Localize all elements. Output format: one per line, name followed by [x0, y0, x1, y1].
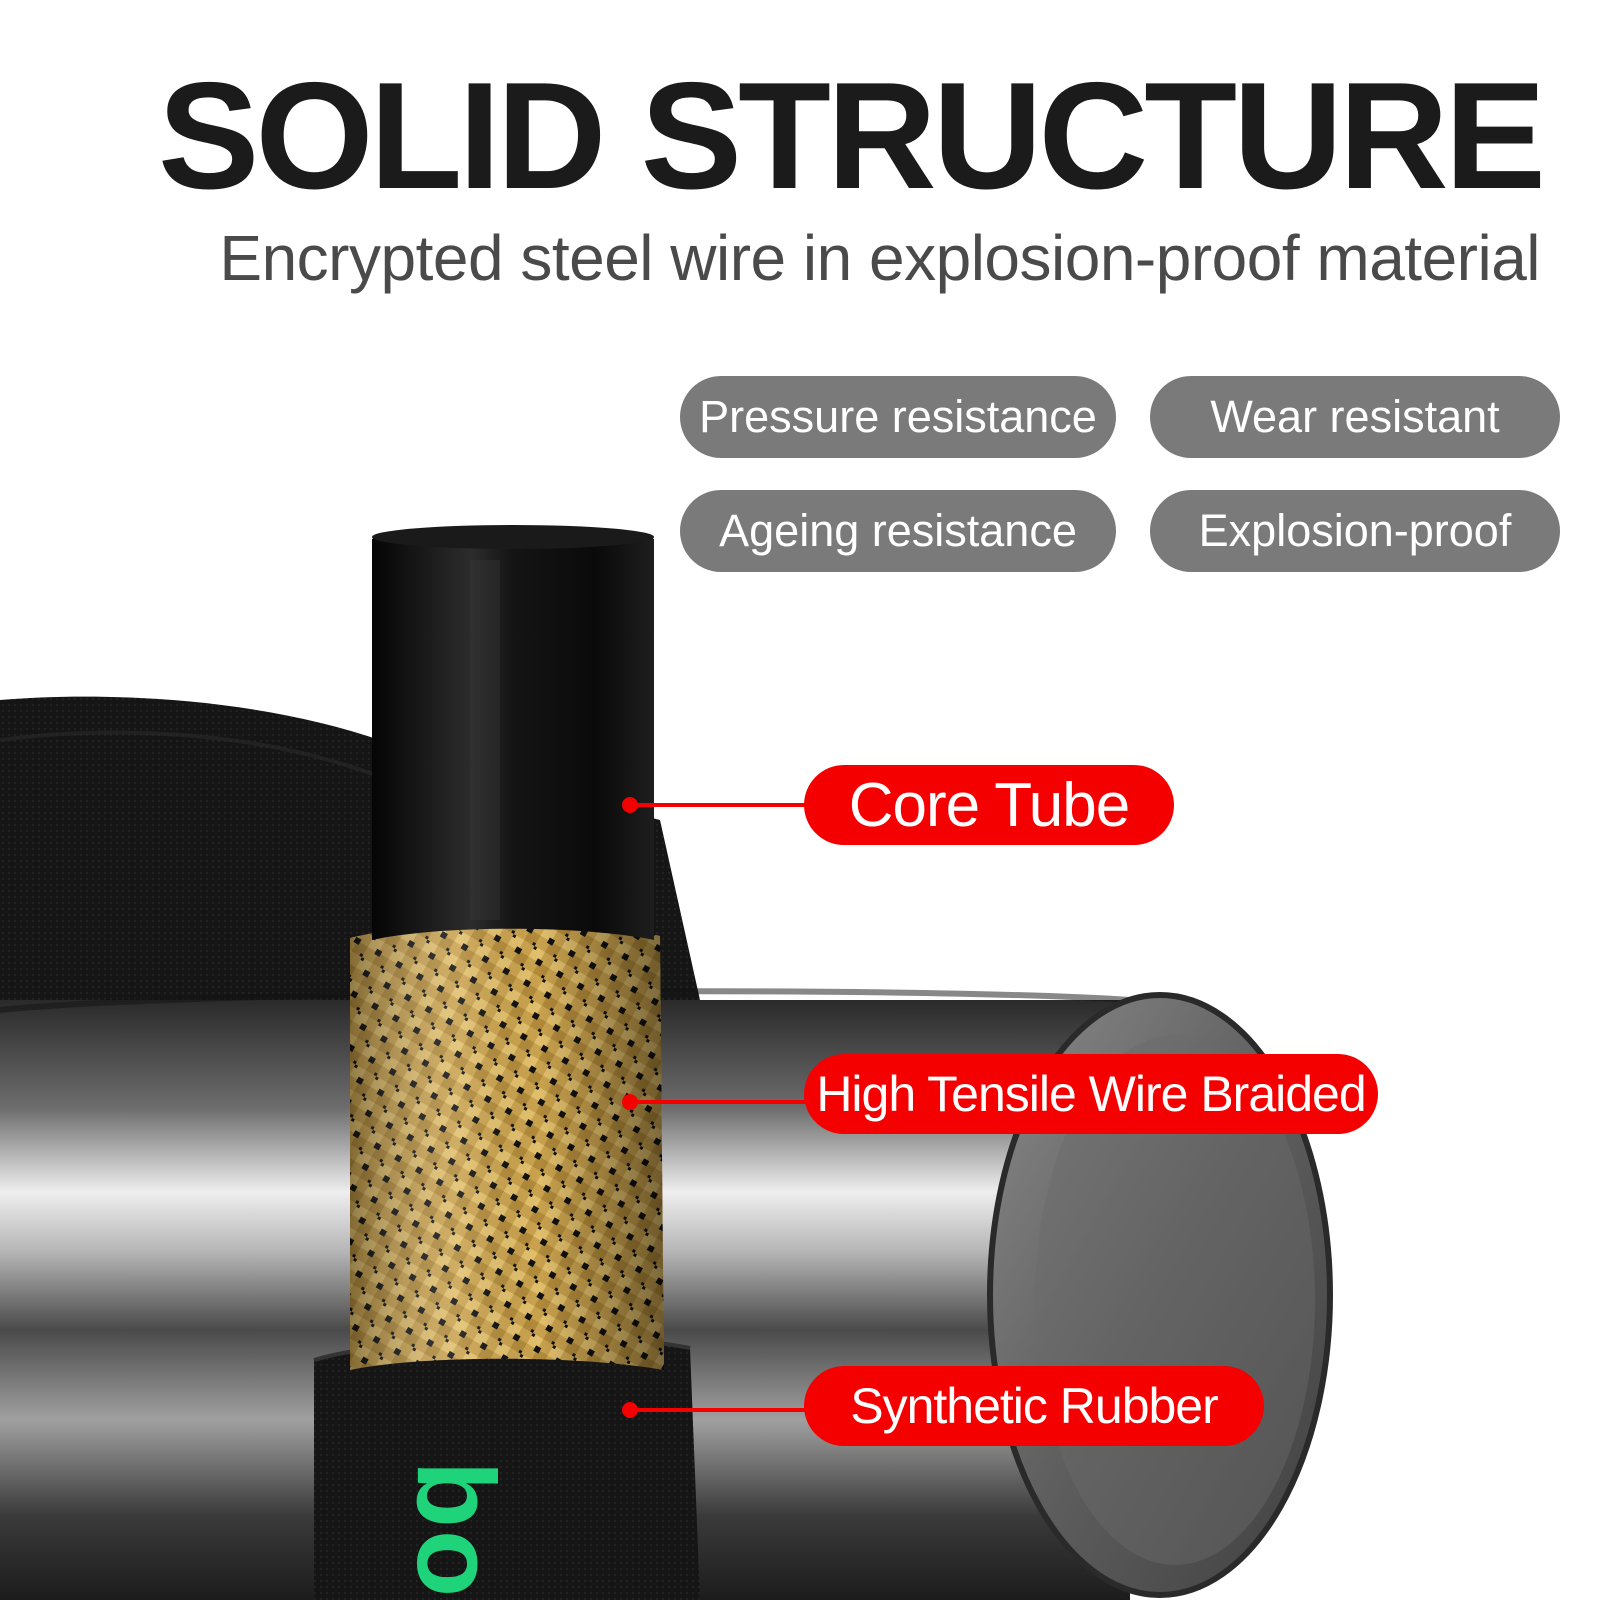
callout-core-tube: Core Tube	[804, 765, 1174, 845]
callout-wire-braided: High Tensile Wire Braided	[804, 1054, 1378, 1134]
brand-print-text: bo	[400, 1460, 510, 1600]
feature-explosion-proof: Explosion-proof	[1150, 490, 1560, 572]
page-subtitle: Encrypted steel wire in explosion-proof …	[219, 222, 1540, 294]
feature-pressure-resistance: Pressure resistance	[680, 376, 1116, 458]
feature-ageing-resistance: Ageing resistance	[680, 490, 1116, 572]
page-title: SOLID STRUCTURE	[158, 51, 1546, 221]
callout-synthetic-rubber: Synthetic Rubber	[804, 1366, 1264, 1446]
feature-wear-resistant: Wear resistant	[1150, 376, 1560, 458]
brand-print-on-hose: bo	[400, 1460, 510, 1600]
